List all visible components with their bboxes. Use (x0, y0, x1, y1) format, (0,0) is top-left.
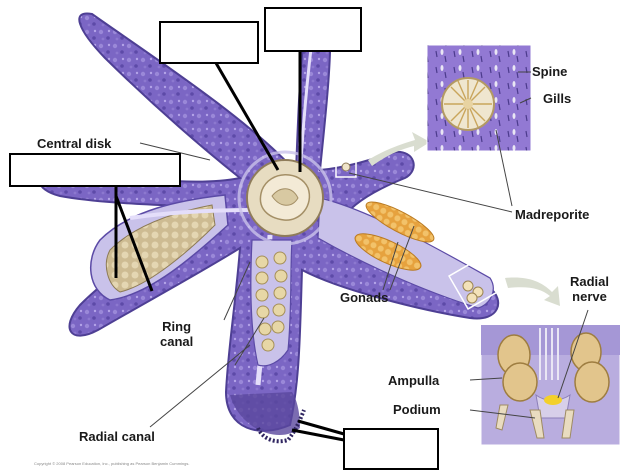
label-ampulla: Ampulla (388, 373, 439, 388)
label-ring-canal: Ring canal (160, 319, 193, 349)
blank-box-1 (159, 21, 259, 64)
blank-box-4 (343, 428, 439, 470)
copyright-note: Copyright © 2008 Pearson Education, Inc.… (34, 461, 189, 466)
gills-inset (427, 45, 531, 151)
label-radial-nerve: Radial nerve (570, 274, 609, 304)
central-disk-stomach (239, 152, 331, 244)
label-spine: Spine (532, 64, 567, 79)
digestive-gland-lower-arm (251, 240, 292, 366)
label-gills: Gills (543, 91, 571, 106)
blank-box-3 (9, 153, 181, 187)
label-central-disk: Central disk (37, 136, 111, 151)
tube-foot-inset (481, 325, 620, 445)
label-gonads: Gonads (340, 290, 388, 305)
blank-box-2 (264, 7, 362, 52)
label-madreporite: Madreporite (515, 207, 589, 222)
label-radial-canal: Radial canal (79, 429, 155, 444)
label-podium: Podium (393, 402, 441, 417)
